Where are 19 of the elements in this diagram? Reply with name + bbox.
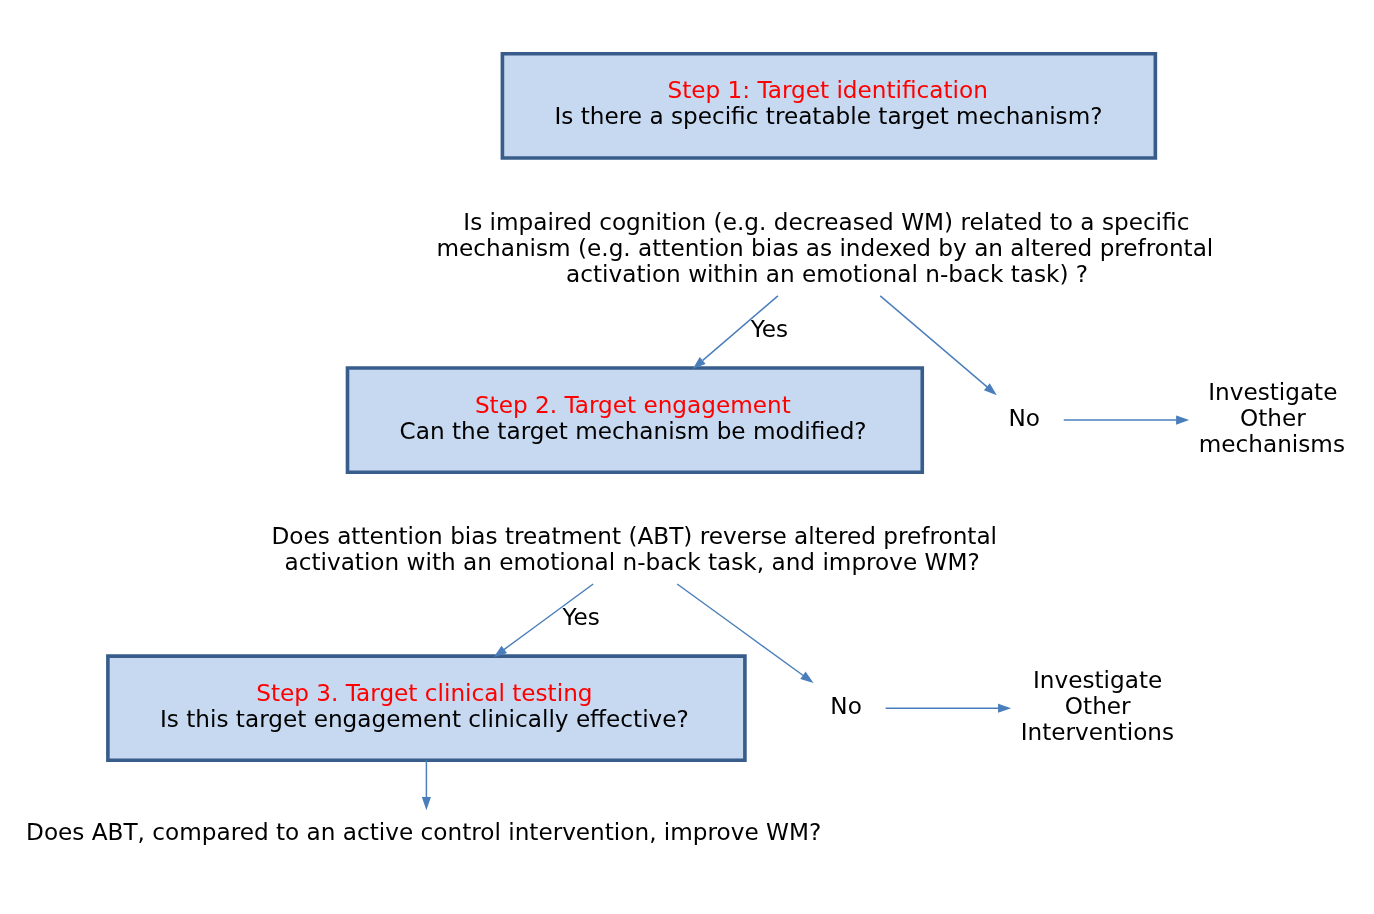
node-text: No xyxy=(1008,404,1040,431)
edge-label: Yes xyxy=(750,316,789,343)
node-box: Step 3. Target clinical testing Is this target engagement clinically effective? xyxy=(106,654,747,763)
arrow xyxy=(421,759,431,811)
node-text: Does ABT, compared to an active control intervention, improve WM? xyxy=(26,818,822,845)
arrow xyxy=(493,583,594,658)
node-text: Does attention bias treatment (ABT) reverse altered prefrontal activation with an emotional n-back task, and improve WM? xyxy=(271,523,998,576)
node-box: Step 1: Target identification Is there a specific treatable target mechanism? xyxy=(500,52,1158,160)
node-text: Investigate Other mechanisms xyxy=(1198,378,1345,457)
arrow xyxy=(1063,415,1190,425)
arrow xyxy=(676,583,814,683)
node-text: Is impaired cognition (e.g. decreased WM) related to a specific mechanism (e.g. attention bias as indexed by an altered prefrontal activation within an emotional n-back task) ? xyxy=(436,209,1214,288)
arrow xyxy=(879,295,997,396)
arrow xyxy=(884,703,1012,713)
arrow xyxy=(692,295,779,369)
edge-label: Yes xyxy=(562,604,600,631)
node-text: Investigate Other Interventions xyxy=(1020,666,1175,745)
node-box: Step 2. Target engagement Can the target mechanism be modified? xyxy=(345,366,925,474)
node-text: No xyxy=(830,692,862,719)
